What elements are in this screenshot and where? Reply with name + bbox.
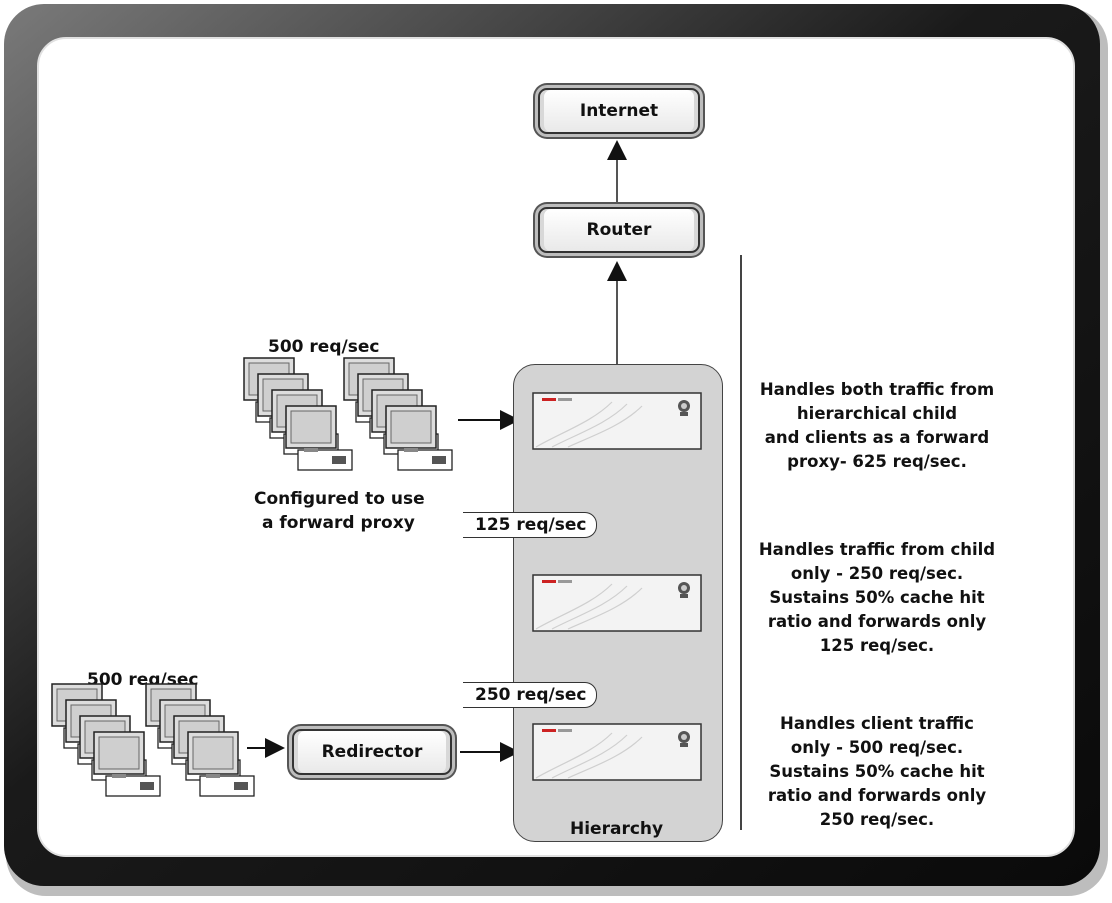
description-bottom: Handles client traffic only - 500 req/se… — [727, 712, 1027, 832]
computer-icon — [187, 731, 255, 797]
top-clients-rate: 500 req/sec — [268, 337, 380, 357]
description-middle-line: ratio and forwards only — [767, 612, 987, 631]
redirector-node: Redirector — [292, 729, 452, 775]
description-bottom-line: only - 500 req/sec. — [790, 738, 964, 757]
internet-label: Internet — [579, 101, 659, 121]
description-top-line: Handles both traffic from — [759, 380, 995, 399]
description-middle-line: only - 250 req/sec. — [790, 564, 964, 583]
description-bottom-line: Sustains 50% cache hit — [769, 762, 985, 781]
top-clients-caption-2: a forward proxy — [262, 513, 415, 533]
cache-appliance-bottom — [532, 723, 702, 781]
internet-node: Internet — [538, 88, 700, 134]
flow-label-250: 250 req/sec — [463, 682, 598, 708]
cache-appliance-top — [532, 392, 702, 450]
description-middle-line: Handles traffic from child — [758, 540, 996, 559]
hierarchy-label: Hierarchy — [570, 819, 664, 839]
description-bottom-line: 250 req/sec. — [819, 810, 935, 829]
top-clients-caption-1: Configured to use — [254, 489, 425, 509]
description-top: Handles both traffic from hierarchical c… — [727, 378, 1027, 474]
router-label: Router — [586, 220, 652, 240]
description-top-line: proxy- 625 req/sec. — [787, 452, 967, 471]
computer-icon — [385, 405, 453, 471]
description-middle-line: Sustains 50% cache hit — [769, 588, 985, 607]
description-middle: Handles traffic from child only - 250 re… — [727, 538, 1027, 658]
redirector-label: Redirector — [321, 742, 423, 762]
description-middle-line: 125 req/sec. — [819, 636, 935, 655]
flow-label-125: 125 req/sec — [463, 512, 598, 538]
router-node: Router — [538, 207, 700, 253]
description-bottom-line: ratio and forwards only — [767, 786, 987, 805]
computer-icon — [93, 731, 161, 797]
description-top-line: hierarchical child — [796, 404, 958, 423]
description-top-line: and clients as a forward — [764, 428, 990, 447]
description-bottom-line: Handles client traffic — [780, 714, 974, 733]
computer-icon — [285, 405, 353, 471]
cache-appliance-middle — [532, 574, 702, 632]
